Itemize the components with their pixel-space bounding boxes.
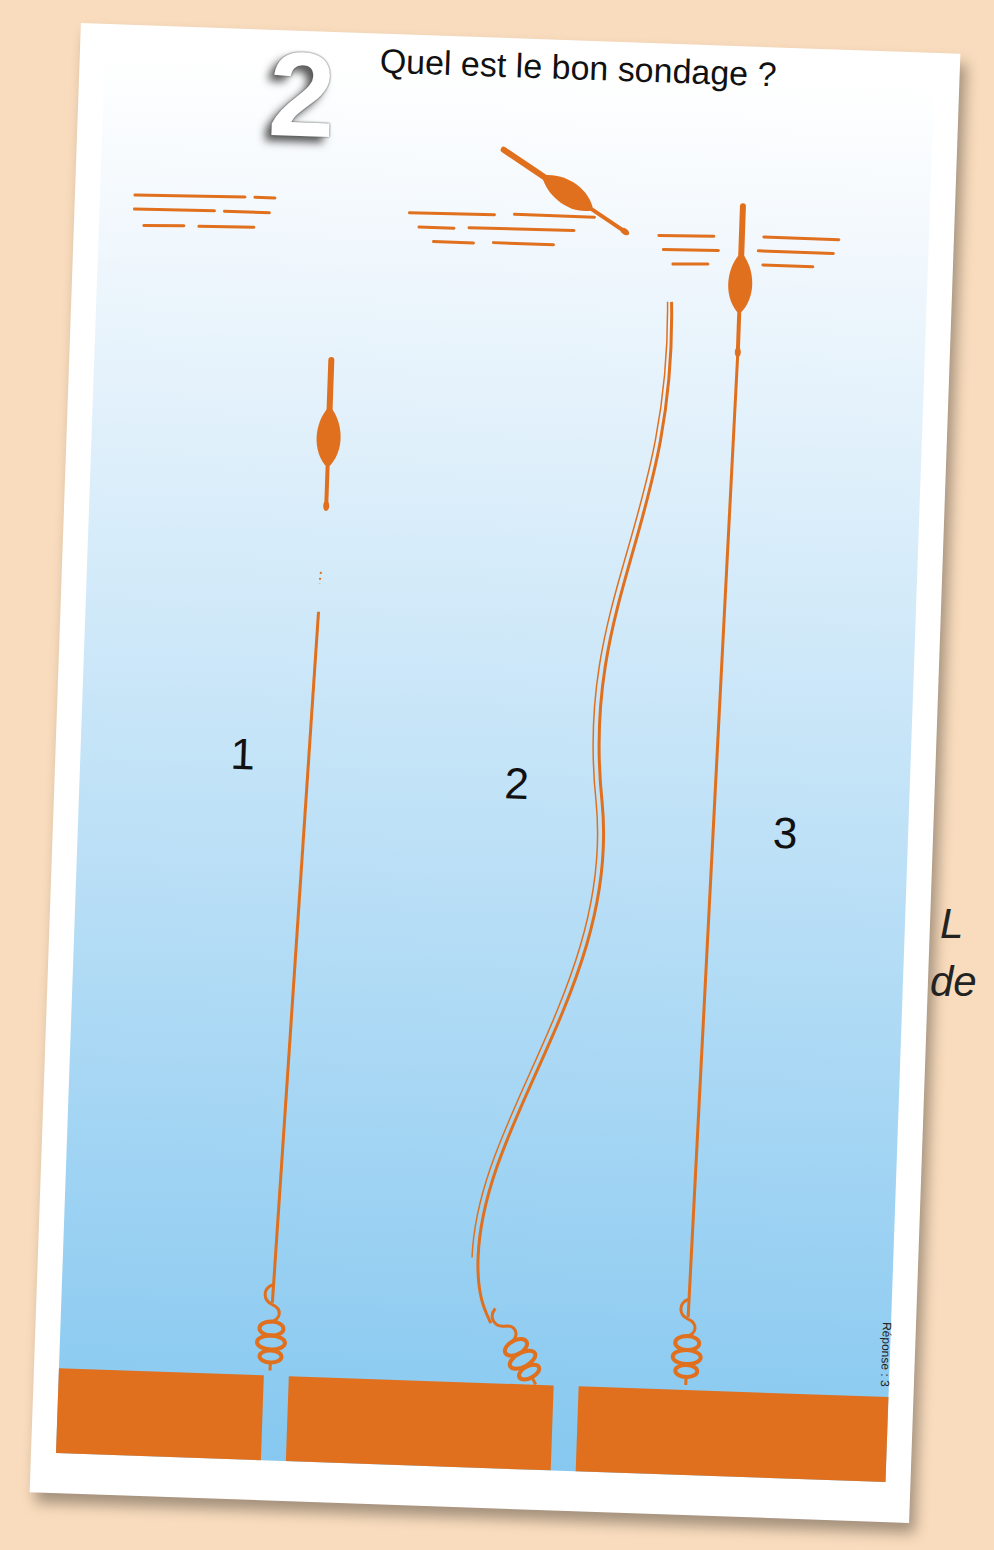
callout-number: 1 — [230, 729, 256, 780]
cut-text: de — [930, 958, 977, 1006]
cut-text: L — [940, 900, 963, 948]
quiz-card: Quel est le bon sondage ?2123Réponse : 3 — [30, 23, 961, 1523]
answer-note: Réponse : 3 — [878, 1322, 894, 1387]
fishing-illustration — [30, 23, 961, 1523]
callout-number: 3 — [772, 808, 798, 859]
callout-number: 2 — [504, 758, 530, 809]
question-number: 2 — [266, 24, 338, 164]
